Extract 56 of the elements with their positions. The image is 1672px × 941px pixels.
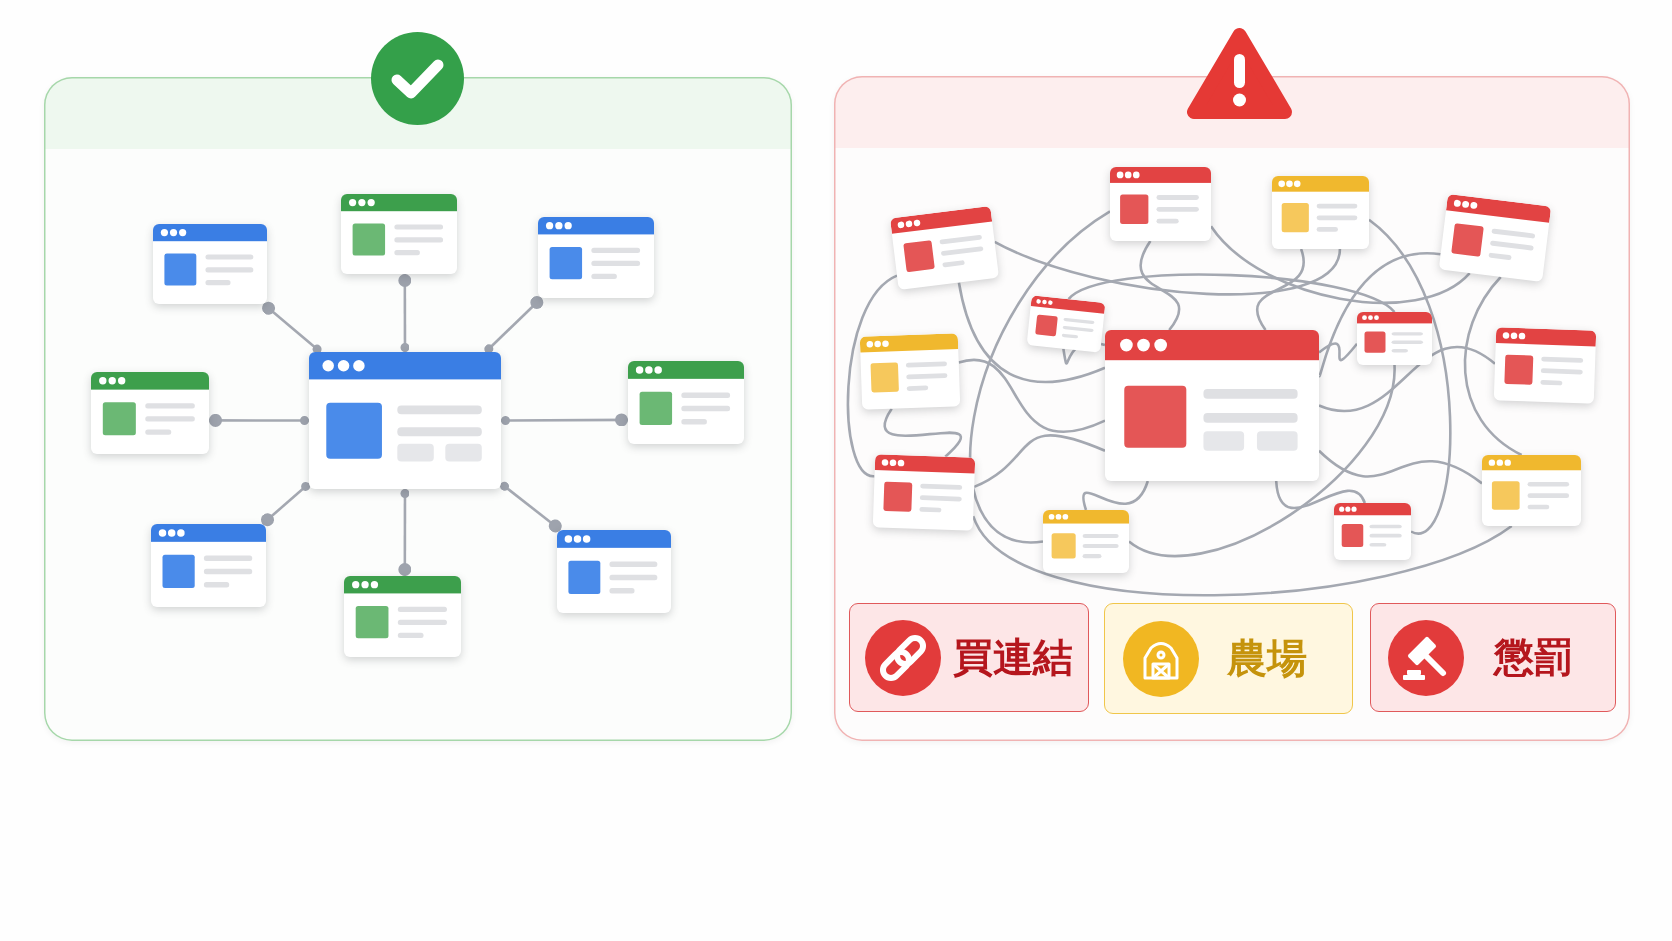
browser-window xyxy=(628,361,744,444)
browser-window xyxy=(1272,176,1369,249)
connector-line xyxy=(1318,449,1483,485)
keyword-card xyxy=(1104,603,1353,714)
connector-line xyxy=(972,515,1513,597)
connector-line xyxy=(957,282,1106,384)
browser-window xyxy=(872,454,976,531)
connector-line xyxy=(500,481,562,533)
connector-line xyxy=(973,434,1106,489)
connector-line xyxy=(1368,218,1452,535)
keyword-label: 農場 xyxy=(1227,634,1307,683)
connector-line xyxy=(969,210,1111,543)
browser-window xyxy=(1026,295,1106,353)
browser-window xyxy=(1043,510,1129,573)
panel xyxy=(44,77,792,741)
panel xyxy=(834,76,1630,741)
browser-window xyxy=(859,333,961,410)
browser-window xyxy=(1357,312,1432,365)
connector-line xyxy=(1139,240,1181,331)
connector-line xyxy=(958,358,1106,434)
browser-window xyxy=(557,530,671,613)
keyword-label: 買連結 xyxy=(953,633,1073,682)
connector-line xyxy=(1067,273,1396,314)
browser-window xyxy=(344,576,461,657)
connector-line xyxy=(1318,345,1496,412)
browser-window xyxy=(1334,503,1411,560)
connector-line xyxy=(1463,276,1523,457)
connector-line xyxy=(1256,248,1305,331)
connector-line xyxy=(1210,225,1471,304)
connector-line xyxy=(262,301,322,354)
keyword-card xyxy=(1370,603,1616,712)
browser-window xyxy=(1493,327,1597,404)
connector-line xyxy=(398,274,412,352)
browser-window xyxy=(1438,193,1552,283)
browser-window xyxy=(91,372,209,454)
connector-line xyxy=(994,240,1342,296)
connector-line xyxy=(1082,480,1149,511)
connector-line xyxy=(1318,342,1358,362)
browser-window xyxy=(1110,167,1211,241)
browser-window xyxy=(1482,455,1581,526)
browser-window xyxy=(538,217,654,298)
connector-line xyxy=(209,413,309,427)
keyword-card xyxy=(849,603,1089,712)
browser-window xyxy=(890,206,999,290)
connector-line xyxy=(261,481,311,527)
connector-line xyxy=(398,489,412,576)
browser-window xyxy=(151,524,266,607)
browser-window xyxy=(341,194,457,274)
connector-line xyxy=(1318,252,1441,377)
connector-line xyxy=(501,413,628,427)
connector-line xyxy=(484,296,544,354)
connector-line xyxy=(883,408,962,458)
keyword-label: 懲罰 xyxy=(1494,633,1574,682)
connector-line xyxy=(846,274,898,478)
connector-line xyxy=(1274,480,1366,510)
browser-window xyxy=(153,224,267,304)
